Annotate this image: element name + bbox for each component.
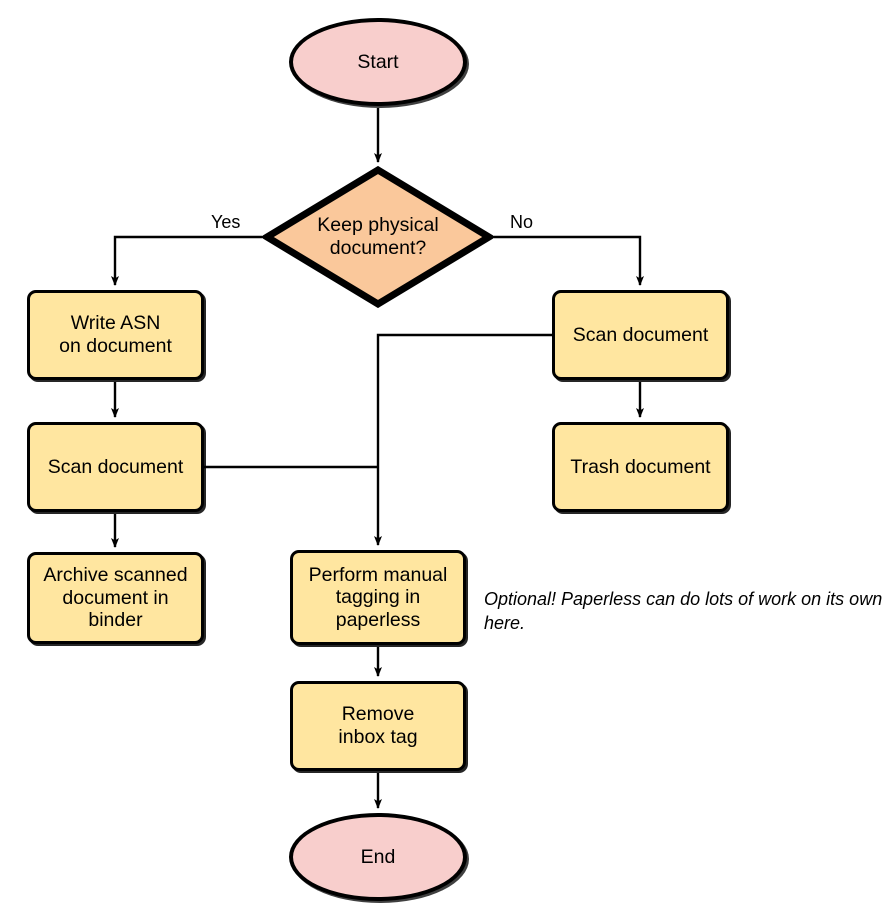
node-start-label: Start bbox=[357, 50, 399, 73]
tagging-line-1: Perform manual bbox=[308, 563, 448, 586]
write-asn-line-2: on document bbox=[59, 335, 172, 357]
node-archive-scanned-document-in-binder[interactable]: Archive scanned document in binder bbox=[27, 552, 204, 644]
tagging-line-2: tagging in bbox=[335, 586, 421, 609]
diamond-shape-icon bbox=[263, 166, 493, 308]
tagging-line-3: paperless bbox=[335, 608, 421, 631]
node-write-asn-on-document[interactable]: Write ASN on document bbox=[27, 290, 204, 380]
node-end-label: End bbox=[360, 845, 396, 868]
remove-inbox-line-2: inbox tag bbox=[338, 726, 418, 748]
edge-decision-yes-to-write-asn bbox=[111, 235, 263, 286]
write-asn-line-1: Write ASN bbox=[70, 312, 161, 335]
edge-scan-right-to-tagging bbox=[374, 333, 552, 546]
node-remove-inbox-tag[interactable]: Remove inbox tag bbox=[290, 681, 466, 771]
node-trash-document[interactable]: Trash document bbox=[552, 422, 729, 512]
archive-line-3: binder bbox=[88, 609, 143, 632]
node-remove-inbox-tag-label: Remove inbox tag bbox=[338, 703, 417, 748]
edge-label-no: No bbox=[510, 212, 534, 232]
node-archive-binder-label: Archive scanned document in binder bbox=[43, 564, 187, 632]
node-scan-document-right[interactable]: Scan document bbox=[552, 290, 729, 380]
node-perform-manual-tagging-in-paperless[interactable]: Perform manual tagging in paperless bbox=[290, 550, 466, 645]
archive-line-1: Archive scanned bbox=[43, 564, 188, 587]
edge-decision-no-to-scan-right bbox=[493, 235, 644, 286]
node-trash-document-label: Trash document bbox=[570, 455, 711, 478]
node-manual-tagging-label: Perform manual tagging in paperless bbox=[309, 564, 448, 632]
node-scan-document-left[interactable]: Scan document bbox=[27, 422, 204, 512]
node-keep-physical-document[interactable]: Keep physical document? bbox=[263, 166, 493, 308]
remove-inbox-line-1: Remove bbox=[341, 703, 415, 726]
node-scan-document-left-label: Scan document bbox=[47, 455, 184, 478]
archive-line-2: document in bbox=[62, 586, 169, 609]
node-scan-document-right-label: Scan document bbox=[572, 323, 709, 346]
node-write-asn-label: Write ASN on document bbox=[59, 312, 172, 357]
node-start[interactable]: Start bbox=[289, 18, 467, 106]
annotation-optional-note: Optional! Paperless can do lots of work … bbox=[484, 589, 883, 634]
node-end[interactable]: End bbox=[289, 813, 467, 901]
edge-label-yes: Yes bbox=[211, 212, 241, 232]
